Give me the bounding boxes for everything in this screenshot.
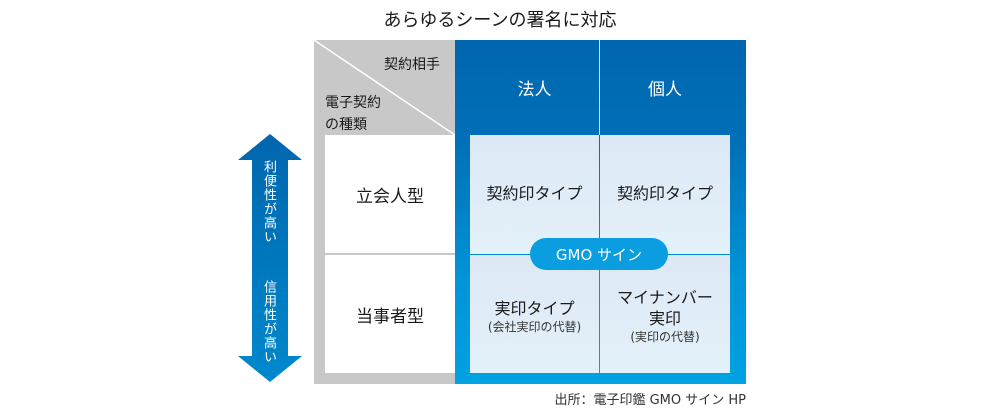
cell: マイナンバー実印(実印の代替) [600,255,730,373]
arrow-down-label: 信用性が高い [261,280,276,364]
source-note: 出所：電子印鑑 GMO サイン HP [554,393,746,408]
column-header: 法人 [517,80,552,100]
cell: 実印タイプ(会社実印の代替) [470,255,599,373]
arrow-up-label: 利便性が高い [261,160,276,244]
corner-diagonal [314,40,455,135]
corner-top-label: 契約相手 [384,57,440,73]
row-label: 当事者型 [325,255,455,373]
corner-bottom-label-1: 電子契約 [325,95,381,111]
cell: 契約印タイプ [470,135,599,254]
double-arrow-icon [238,134,302,382]
diagram-title: あらゆるシーンの署名に対応 [383,10,617,31]
cell: 契約印タイプ [600,135,730,254]
gmo-sign-badge: GMO サイン [530,238,668,270]
corner-bottom-label-2: の種類 [325,117,367,133]
row-label: 立会人型 [325,135,455,253]
column-header: 個人 [648,80,682,100]
